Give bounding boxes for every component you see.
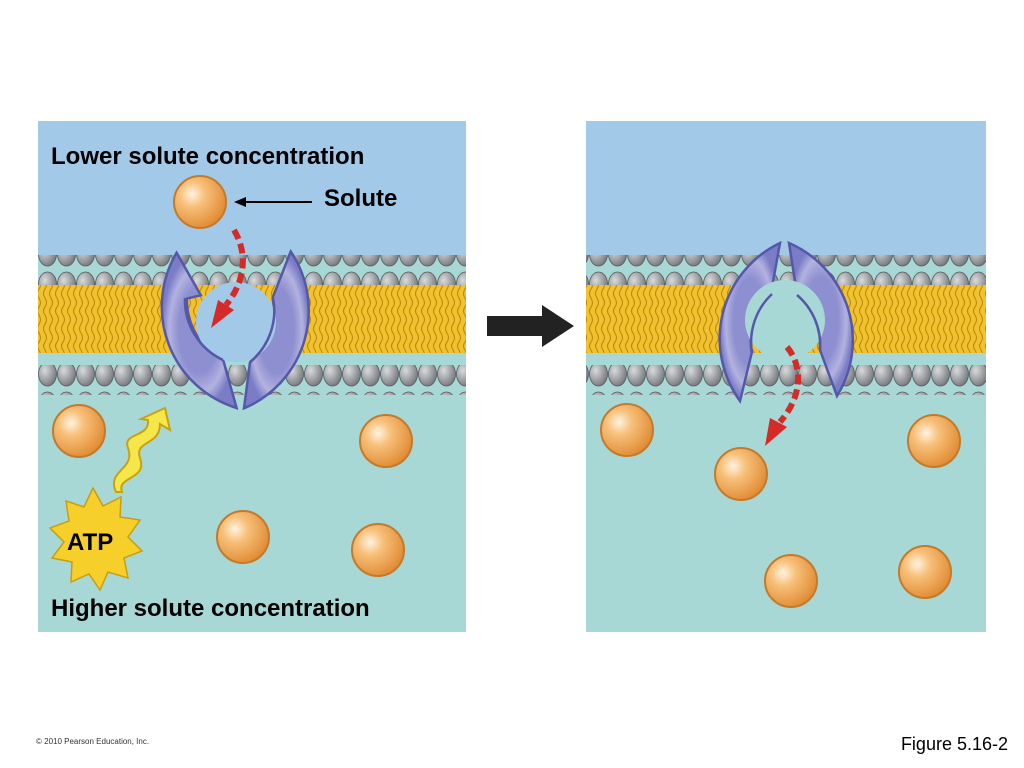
step-arrow: [487, 305, 574, 347]
solute-path-arrow: [211, 228, 246, 328]
solute-particle: [898, 545, 952, 599]
energy-squiggle-arrow: [113, 406, 172, 493]
solute-particle: [351, 523, 405, 577]
copyright-notice: © 2010 Pearson Education, Inc.: [36, 737, 150, 746]
extracellular-region: [586, 121, 986, 261]
bottom-concentration-label: Higher solute concentration: [51, 595, 370, 622]
extracellular-region: [38, 121, 466, 261]
atp-label: ATP: [67, 529, 113, 556]
figure-label: Figure 5.16-2: [900, 734, 1008, 754]
solute-particle: [216, 510, 270, 564]
solute-path-arrow: [765, 345, 802, 446]
right-panel: [586, 121, 986, 632]
solute-particle: [600, 403, 654, 457]
left-panel: Solute Lower solute concentration ATP Hi…: [38, 121, 466, 632]
solute-particle: [764, 554, 818, 608]
atp-starburst: [48, 486, 144, 592]
solute-particle: [173, 175, 227, 229]
transport-protein: [160, 248, 310, 411]
top-concentration-label: Lower solute concentration: [51, 143, 364, 170]
solute-label: Solute: [324, 185, 397, 212]
solute-particle: [907, 414, 961, 468]
solute-particle: [359, 414, 413, 468]
transport-protein: [718, 240, 855, 404]
solute-particle: [52, 404, 106, 458]
solute-particle: [714, 447, 768, 501]
solute-pointer-arrow: [234, 197, 312, 207]
